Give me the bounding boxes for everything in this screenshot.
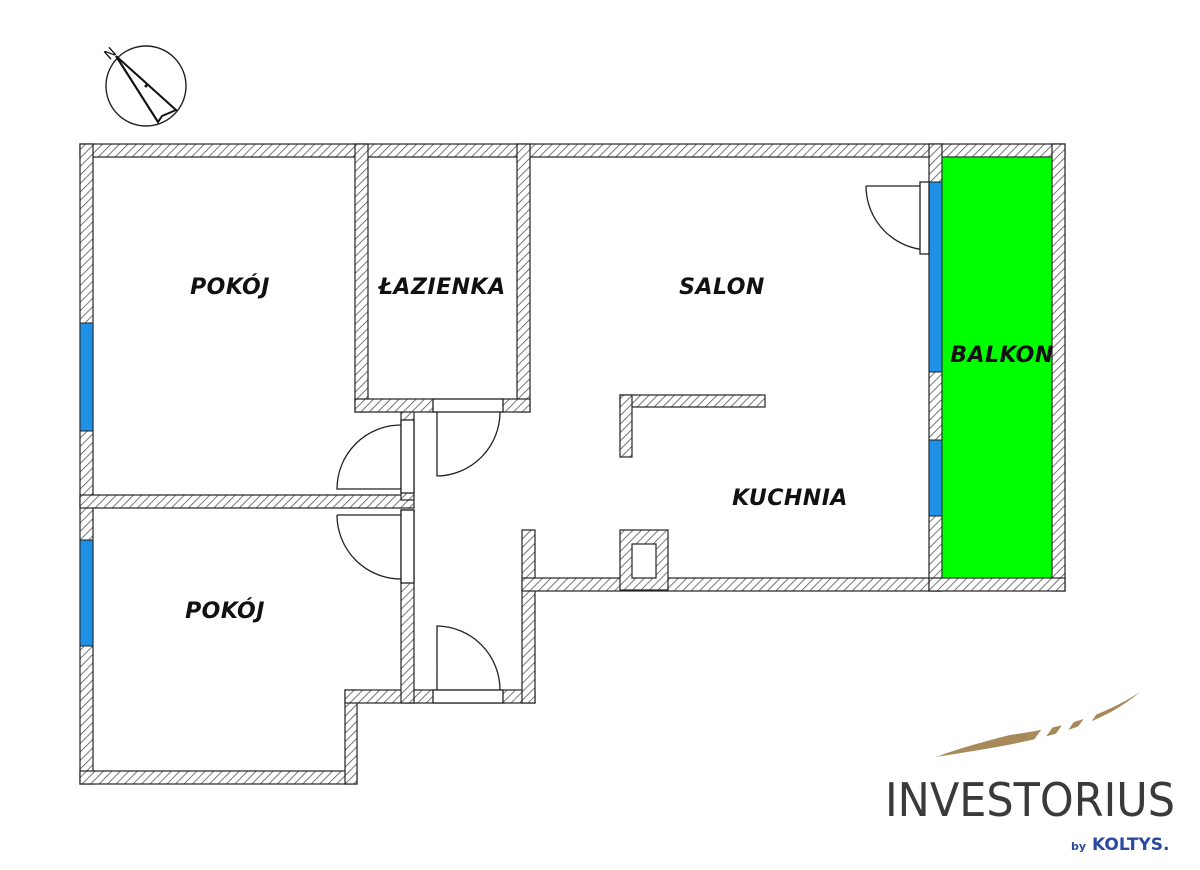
compass-north-letter: N [102,45,120,64]
brand-company: KOLTYS. [1092,835,1170,855]
room-label-pokoj-top: POKÓJ [190,274,270,300]
walls [79,143,1066,785]
room-label-balkon: BALKON [950,343,1054,368]
brand-by: by [1071,840,1086,853]
doors [336,181,930,704]
room-label-pokoj-bottom: POKÓJ [185,598,265,624]
windows [79,181,943,647]
room-label-kuchnia: KUCHNIA [732,486,848,511]
door-room-top [336,419,415,494]
logo-swoosh-icon [936,692,1140,757]
investorius-logo: INVESTORIUS by KOLTYS. [885,692,1175,855]
window-salon-lower [928,439,943,517]
door-room-bottom [336,509,415,584]
door-entrance [432,625,504,704]
compass-north-arrow-icon: N [102,45,187,127]
brand-name: INVESTORIUS [885,773,1175,827]
room-label-salon: SALON [679,275,765,300]
window-bottom-left-room [79,539,94,647]
room-label-lazienka: ŁAZIENKA [377,275,505,300]
door-balcony [865,181,930,255]
window-salon-upper [928,181,943,373]
balcony-area [941,156,1053,579]
door-bathroom [432,398,504,477]
window-top-left-room [79,322,94,432]
